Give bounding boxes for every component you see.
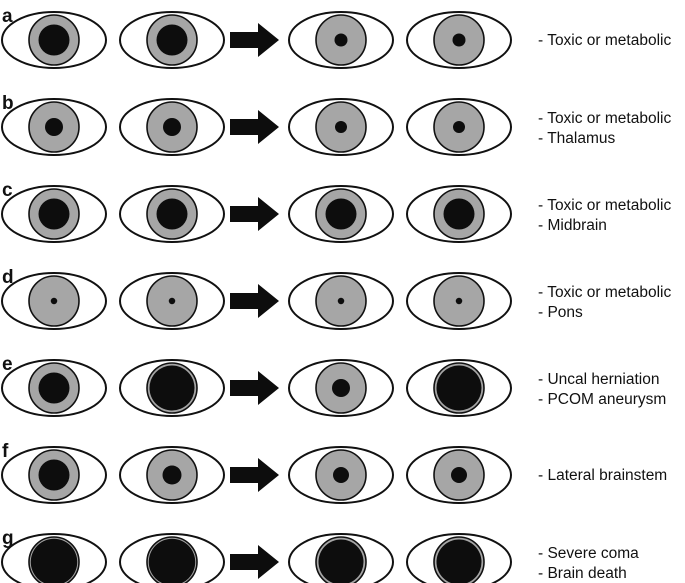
pupil xyxy=(168,297,176,305)
pupil xyxy=(50,297,58,305)
pupil xyxy=(318,539,364,583)
pupil xyxy=(335,121,347,133)
eye xyxy=(406,98,512,156)
eye xyxy=(119,185,225,243)
eye xyxy=(1,11,107,69)
pupil xyxy=(162,465,182,485)
arrow-right-icon xyxy=(230,110,279,144)
row-c: c - Toxic or metabolic - Midbrain xyxy=(1,180,671,243)
eye xyxy=(1,533,107,583)
finding-text: - Severe coma xyxy=(538,545,639,562)
pupil xyxy=(163,118,181,136)
pupil xyxy=(38,24,70,56)
eye xyxy=(406,272,512,330)
pupil xyxy=(436,539,482,583)
row-f: f - Lateral brainstem xyxy=(1,441,667,504)
eye xyxy=(406,359,512,417)
finding-text: - Toxic or metabolic xyxy=(538,32,671,49)
row-letter: f xyxy=(2,441,9,462)
pupil xyxy=(443,198,475,230)
eye xyxy=(1,272,107,330)
row-letter: b xyxy=(2,93,14,114)
pupil xyxy=(337,297,345,305)
eye xyxy=(119,446,225,504)
pupil xyxy=(436,365,482,411)
eye xyxy=(1,446,107,504)
pupil xyxy=(38,459,70,491)
arrow-right-icon xyxy=(230,197,279,231)
pupil xyxy=(38,198,70,230)
pupil xyxy=(30,538,78,583)
pupil xyxy=(333,467,349,483)
arrow-right-icon xyxy=(230,23,279,57)
pupil xyxy=(332,379,350,397)
eye xyxy=(119,359,225,417)
eye xyxy=(288,359,394,417)
pupil xyxy=(148,538,196,583)
eye xyxy=(406,533,512,583)
row-letter: a xyxy=(2,6,13,27)
pupil xyxy=(149,365,195,411)
finding-text: - Toxic or metabolic xyxy=(538,284,671,301)
pupil xyxy=(334,33,348,47)
eye xyxy=(406,11,512,69)
row-letter: c xyxy=(2,180,13,201)
eye xyxy=(119,272,225,330)
row-letter: g xyxy=(2,528,14,549)
finding-text: - Brain death xyxy=(538,565,627,582)
eye xyxy=(119,98,225,156)
finding-text: - Lateral brainstem xyxy=(538,467,667,484)
arrow-right-icon xyxy=(230,458,279,492)
row-e: e - Uncal herniation - PCOM aneurysm xyxy=(1,354,666,417)
eye xyxy=(288,272,394,330)
eye xyxy=(1,359,107,417)
eye xyxy=(406,185,512,243)
arrow-right-icon xyxy=(230,545,279,579)
pupil xyxy=(451,467,467,483)
pupil xyxy=(452,33,466,47)
eye xyxy=(1,185,107,243)
eye xyxy=(288,446,394,504)
finding-text: - Thalamus xyxy=(538,130,615,147)
row-g: g - Severe coma - Brain death xyxy=(1,528,639,583)
eye xyxy=(119,533,225,583)
eye xyxy=(288,98,394,156)
finding-text: - Toxic or metabolic xyxy=(538,197,671,214)
finding-text: - PCOM aneurysm xyxy=(538,391,666,408)
pupil xyxy=(45,118,63,136)
eye xyxy=(288,185,394,243)
pupil xyxy=(38,372,70,404)
eye xyxy=(288,11,394,69)
row-d: d - Toxic or metabolic - Pons xyxy=(1,267,671,330)
pupil xyxy=(455,297,463,305)
pupil xyxy=(156,24,188,56)
arrow-right-icon xyxy=(230,284,279,318)
row-letter: e xyxy=(2,354,13,375)
pupil xyxy=(156,198,188,230)
eye xyxy=(119,11,225,69)
eye xyxy=(288,533,394,583)
finding-text: - Toxic or metabolic xyxy=(538,110,671,127)
eye xyxy=(406,446,512,504)
row-letter: d xyxy=(2,267,14,288)
pupil xyxy=(453,121,465,133)
row-b: b - Toxic or metabolic - Thalamus xyxy=(1,93,671,156)
finding-text: - Uncal herniation xyxy=(538,371,659,388)
pupil xyxy=(325,198,357,230)
eye xyxy=(1,98,107,156)
row-a: a - Toxic or metabolic xyxy=(1,6,671,69)
finding-text: - Midbrain xyxy=(538,217,607,234)
finding-text: - Pons xyxy=(538,304,583,321)
arrow-right-icon xyxy=(230,371,279,405)
